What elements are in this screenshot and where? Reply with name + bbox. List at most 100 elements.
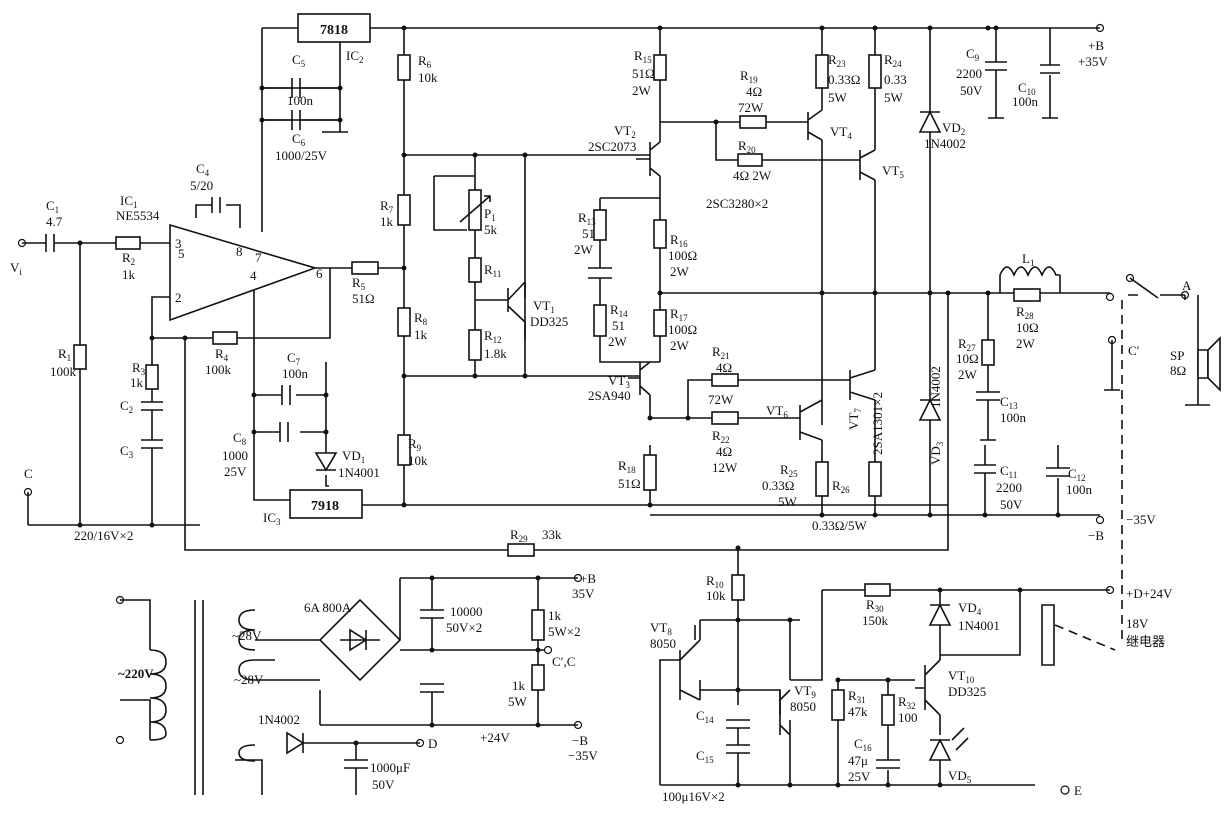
resistor-r24 bbox=[868, 54, 882, 89]
part-vd4: 1N4001 bbox=[958, 618, 1000, 633]
part-vd1: 1N4001 bbox=[338, 465, 380, 480]
value-r15-2: 2W bbox=[632, 83, 652, 98]
value-c16-1: 47μ bbox=[848, 753, 868, 768]
value-c16-2: 25V bbox=[848, 769, 871, 784]
label-minus-b: −B bbox=[1088, 528, 1104, 543]
label-r3: R3 bbox=[132, 360, 146, 377]
value-c11-2: 50V bbox=[1000, 497, 1023, 512]
label-r7: R7 bbox=[380, 198, 394, 215]
value-r25-1: 0.33Ω bbox=[762, 478, 794, 493]
speaker-cone bbox=[1207, 336, 1221, 392]
label-vt8: VT8 bbox=[650, 620, 672, 637]
part-vt4-vt5: 2SC3280×2 bbox=[706, 196, 768, 211]
pin8: 8 bbox=[236, 244, 243, 259]
value-r8: 1k bbox=[414, 327, 428, 342]
label-vt7: VT7 bbox=[846, 408, 863, 430]
label-l1: L1 bbox=[1022, 251, 1034, 268]
value-sp: 8Ω bbox=[1170, 363, 1186, 378]
ps-cap-val1: 10000 bbox=[450, 604, 483, 619]
label-ic2: IC2 bbox=[346, 48, 364, 65]
ps-35v: 35V bbox=[572, 586, 595, 601]
value-r32: 100 bbox=[898, 710, 918, 725]
inductor-l1 bbox=[999, 266, 1060, 277]
value-r16-2: 2W bbox=[670, 264, 690, 279]
resistor-r21 bbox=[711, 373, 739, 387]
part-vt2: 2SC2073 bbox=[588, 139, 636, 154]
value-r17-1: 100Ω bbox=[668, 322, 697, 337]
resistor-ps-top bbox=[531, 609, 545, 641]
value-c4: 5/20 bbox=[190, 178, 213, 193]
part-vt7: 2SA1301×2 bbox=[870, 392, 885, 455]
label-vd2: VD2 bbox=[942, 120, 965, 137]
label-r2: R2 bbox=[122, 250, 135, 267]
resistor-r20 bbox=[737, 153, 763, 167]
label-r9: R9 bbox=[408, 436, 422, 453]
label-r32: R32 bbox=[898, 694, 916, 711]
value-r21-1: 4Ω bbox=[716, 360, 732, 375]
label-c-prime: C′ bbox=[1128, 343, 1140, 358]
value-c11-1: 2200 bbox=[996, 480, 1022, 495]
label-ic3: IC3 bbox=[263, 510, 281, 527]
value-r19-1: 4Ω bbox=[746, 84, 762, 99]
label-c-terminal: C bbox=[24, 466, 33, 481]
label-r18: R18 bbox=[618, 458, 636, 475]
label-r23: R23 bbox=[828, 52, 846, 69]
label-r1: R1 bbox=[58, 346, 71, 363]
resistor-r16 bbox=[653, 219, 667, 249]
value-r23-2: 5W bbox=[828, 90, 848, 105]
label-vd1: VD1 bbox=[342, 448, 365, 465]
reg-7818-label: 7818 bbox=[320, 23, 348, 38]
label-c4: C4 bbox=[196, 161, 210, 178]
label-plus-35v: +35V bbox=[1078, 54, 1108, 69]
resistor-r19 bbox=[739, 115, 767, 129]
label-vd4: VD4 bbox=[958, 600, 982, 617]
value-r4: 100k bbox=[205, 362, 232, 377]
value-r20: 4Ω 2W bbox=[733, 168, 772, 183]
label-r6: R6 bbox=[418, 53, 432, 70]
value-r15-1: 51Ω bbox=[632, 66, 655, 81]
value-c9-2: 50V bbox=[960, 83, 983, 98]
value-r3: 1k bbox=[130, 375, 144, 390]
part-vd3: 1N4002 bbox=[928, 366, 943, 408]
diodes bbox=[286, 110, 969, 761]
label-c6: C6 bbox=[292, 131, 306, 148]
label-c11: C11 bbox=[1000, 463, 1017, 480]
resistor-r14 bbox=[593, 304, 607, 337]
part-vt8: 8050 bbox=[650, 636, 676, 651]
label-r28: R28 bbox=[1016, 304, 1034, 321]
part-ic1: NE5534 bbox=[116, 208, 160, 223]
label-vt3: VT3 bbox=[608, 373, 630, 390]
part-vt3: 2SA940 bbox=[588, 388, 631, 403]
label-sp: SP bbox=[1170, 348, 1184, 363]
label-r11: R11 bbox=[484, 262, 501, 279]
pin3: 3 bbox=[175, 236, 182, 251]
value-r6: 10k bbox=[418, 70, 438, 85]
label-r19: R19 bbox=[740, 68, 758, 85]
label-vt4: VT4 bbox=[830, 124, 852, 141]
junction-dots bbox=[77, 25, 1061, 788]
value-r31: 47k bbox=[848, 704, 868, 719]
resistor-r23 bbox=[815, 54, 829, 89]
pin2: 2 bbox=[175, 290, 182, 305]
pin5: 5 bbox=[178, 246, 185, 261]
label-vi: Vi bbox=[10, 260, 22, 277]
ps-cap-val2: 50V×2 bbox=[446, 620, 482, 635]
label-relay: 继电器 bbox=[1126, 634, 1165, 649]
label-r10: R10 bbox=[706, 573, 724, 590]
label-c1: C1 bbox=[46, 198, 59, 215]
resistor-r22 bbox=[711, 411, 739, 425]
value-c1: 4.7 bbox=[46, 214, 63, 229]
value-r27-1: 10Ω bbox=[956, 351, 979, 366]
label-c10: C10 bbox=[1018, 80, 1036, 97]
value-r9: 10k bbox=[408, 453, 428, 468]
resistor-r3 bbox=[145, 364, 159, 390]
resistor-r2 bbox=[115, 236, 141, 250]
value-c7: 100n bbox=[282, 366, 309, 381]
ps-d-terminal: D bbox=[428, 736, 437, 751]
value-r1: 100k bbox=[50, 364, 77, 379]
value-r14-1: 51 bbox=[612, 318, 625, 333]
label-r16: R16 bbox=[670, 232, 688, 249]
ps-plus-b: +B bbox=[580, 571, 596, 586]
resistor-r4 bbox=[212, 331, 238, 345]
opamp-triangle bbox=[169, 223, 318, 322]
